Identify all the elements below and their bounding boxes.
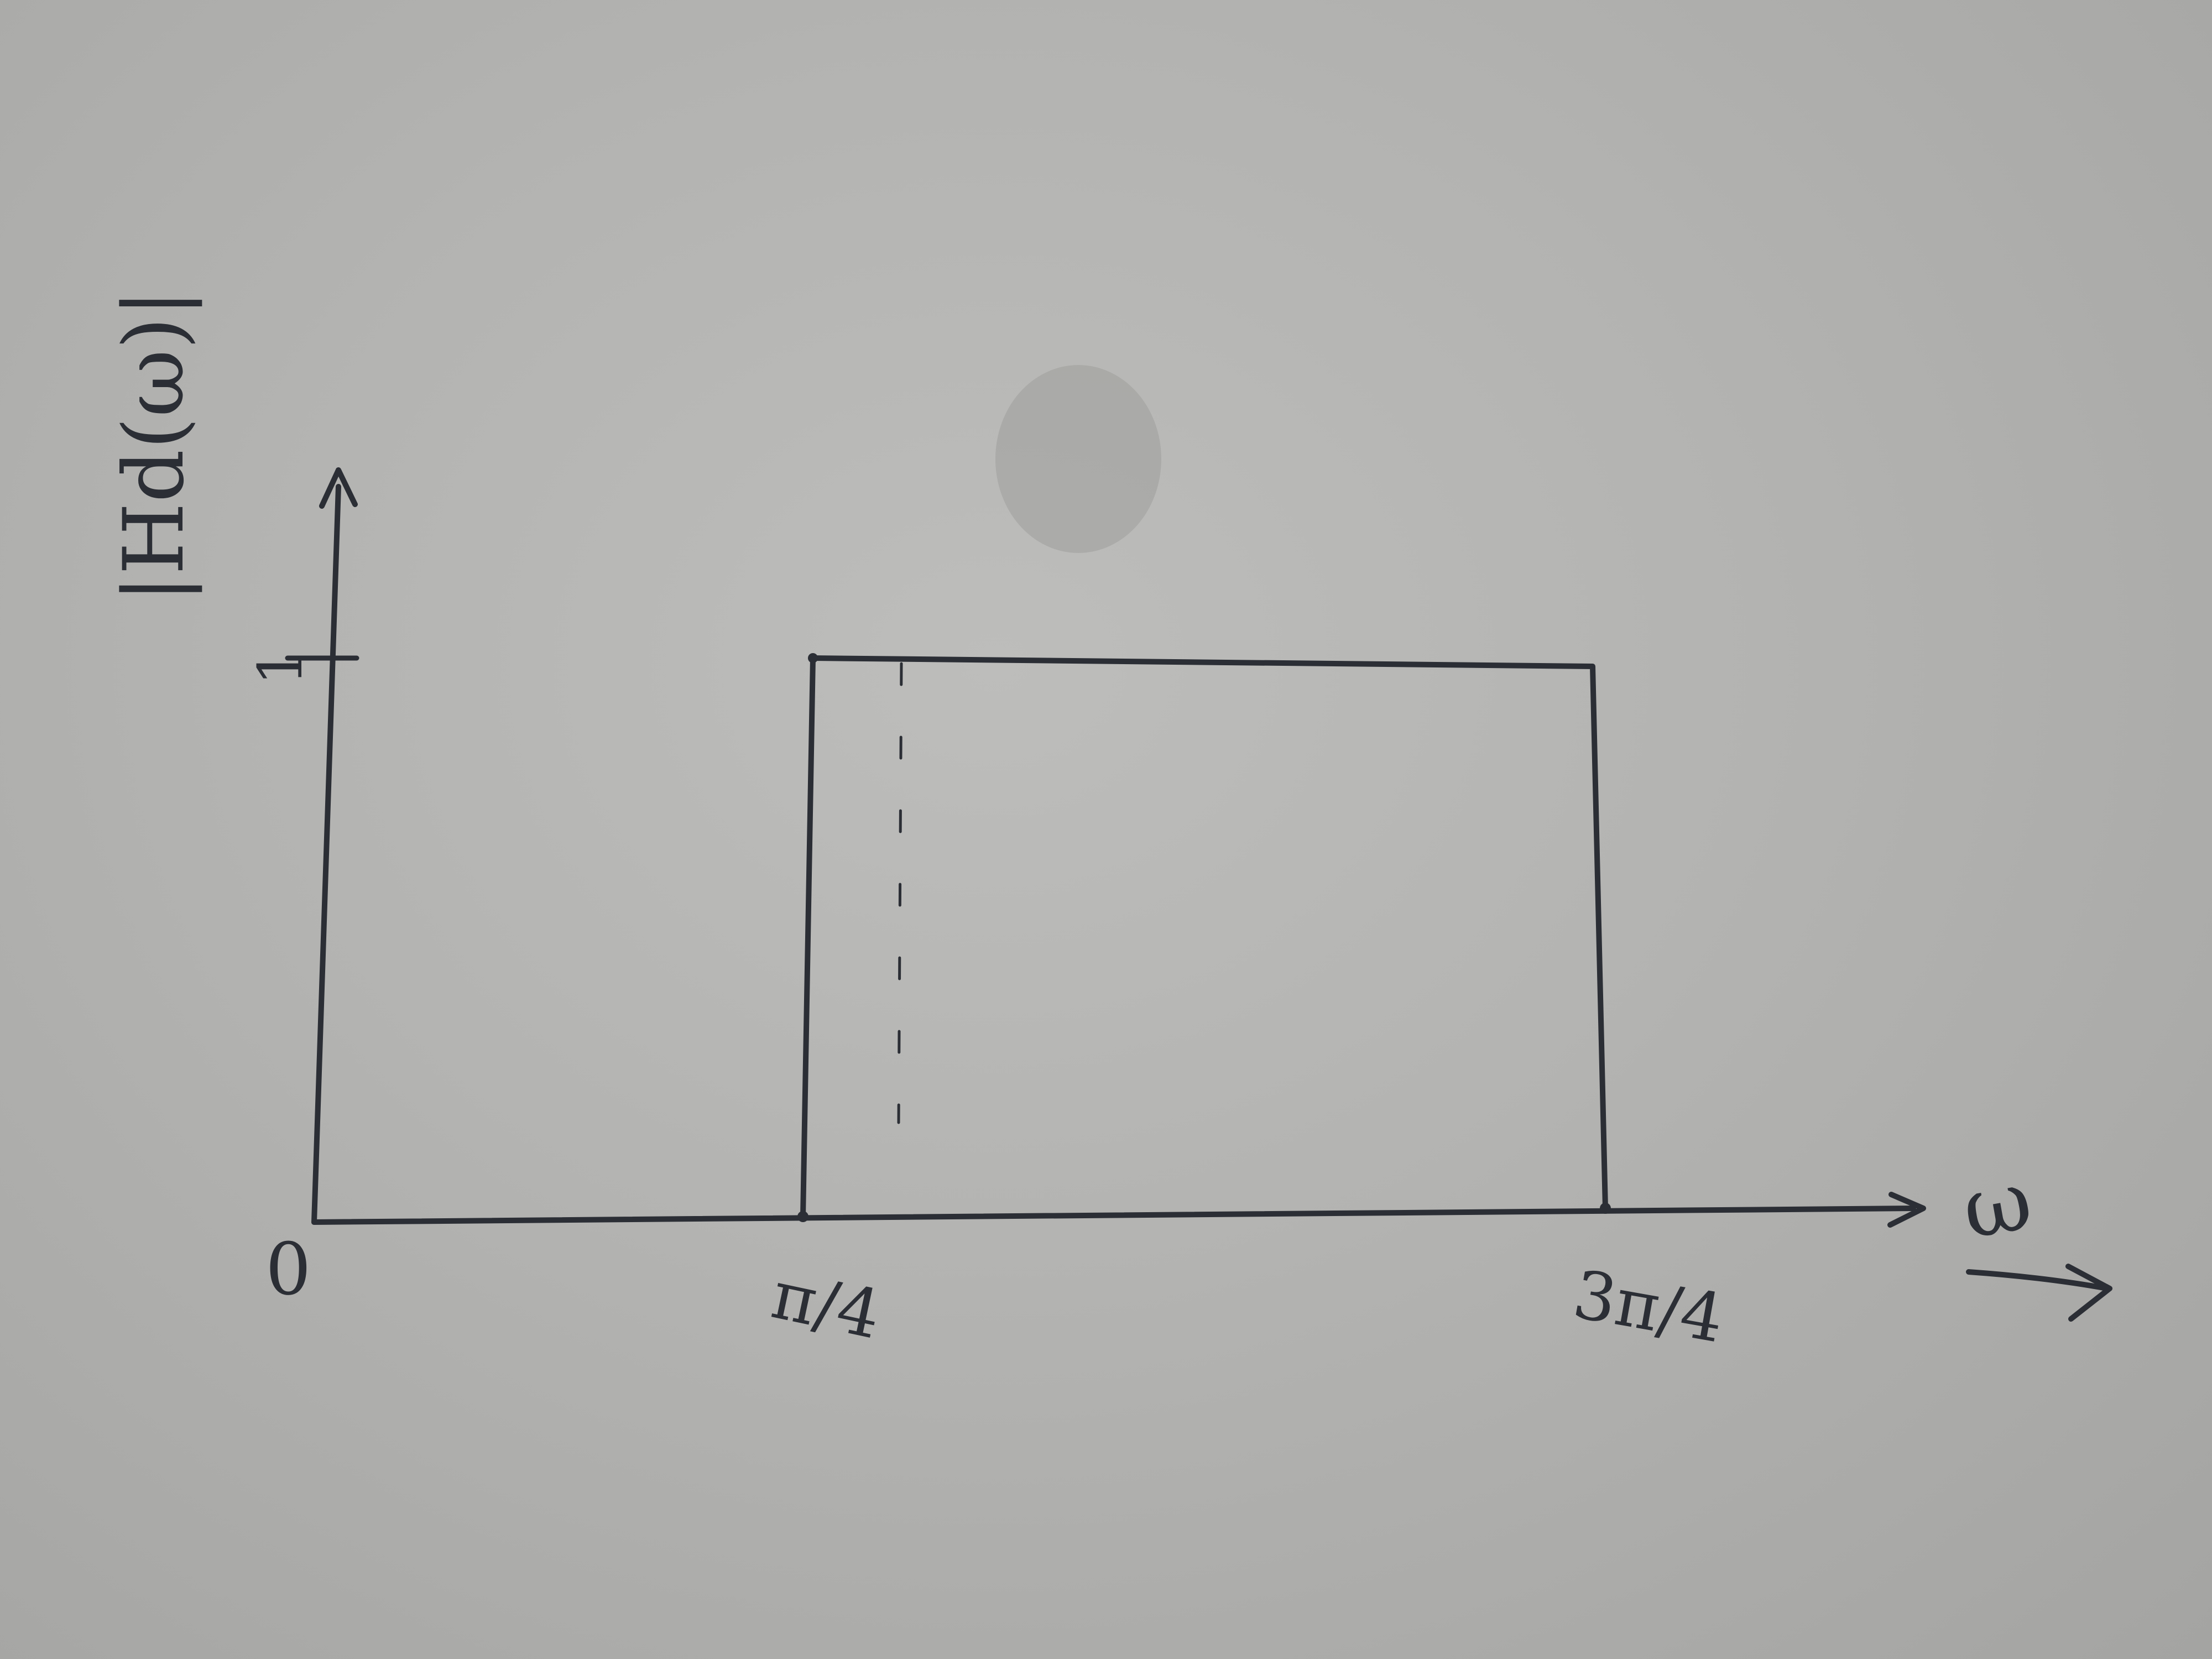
x-axis-label: ω [1955,1152,2039,1259]
origin-label: 0 [265,1227,311,1311]
y-tick-label: 1 [245,647,316,686]
y-axis-label: |Hd(ω)| [106,289,202,603]
y-axis-arrow-icon [319,467,358,509]
y-axis [311,467,358,1225]
paper-smudge [995,365,1161,553]
x-axis-arrow-icon [1887,1192,1926,1228]
dashed-guide-line [897,662,903,1124]
omega-arrow-icon [1966,1264,2112,1322]
x-axis [311,1192,1926,1228]
x-tick-right-label: 3π/4 [1568,1256,1729,1358]
passband-rectangle [797,653,1611,1222]
x-tick-left-label: π/4 [765,1256,887,1354]
